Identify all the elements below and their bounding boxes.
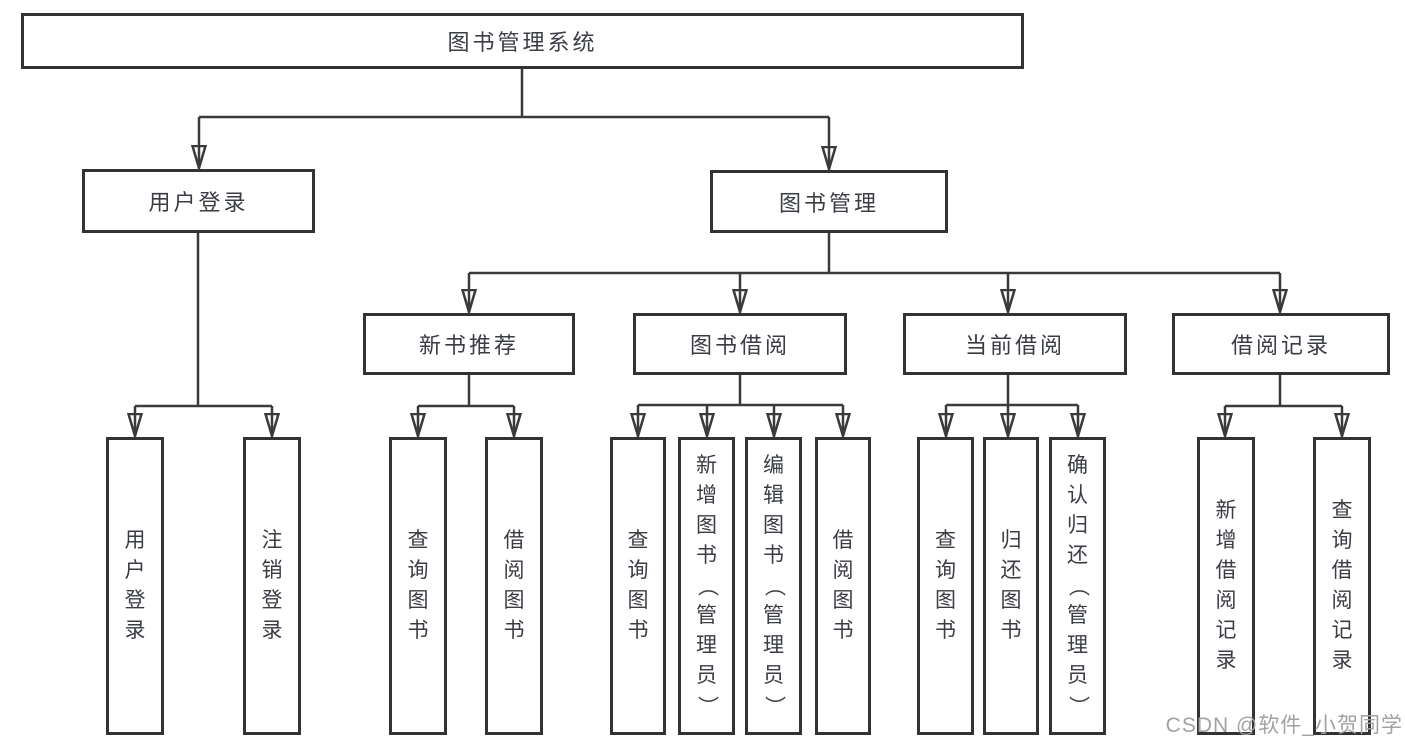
node-leaf-query-books-1: 查询图书 [389, 437, 447, 735]
node-user-login: 用户登录 [82, 169, 315, 233]
node-book-borrowing: 图书借阅 [633, 313, 847, 375]
node-leaf-query-books-3: 查询图书 [917, 437, 974, 735]
node-leaf-add-borrow-record: 新增借阅记录 [1197, 437, 1255, 735]
node-leaf-query-borrow-record: 查询借阅记录 [1313, 437, 1371, 735]
node-leaf-return-books: 归还图书 [983, 437, 1039, 735]
node-leaf-user-login: 用户登录 [106, 437, 164, 735]
edges-borrowing-records-to-leaves [1225, 375, 1342, 436]
node-root: 图书管理系统 [21, 13, 1024, 69]
edges-root-to-level2 [199, 69, 829, 169]
node-leaf-confirm-return-admin: 确认归还（管理员） [1049, 437, 1106, 735]
node-book-management: 图书管理 [710, 170, 948, 233]
node-leaf-edit-books-admin: 编辑图书（管理员） [745, 437, 802, 735]
node-leaf-logout: 注销登录 [243, 437, 301, 735]
edges-book-borrowing-to-leaves [638, 375, 843, 436]
node-new-book-recommendation: 新书推荐 [363, 313, 575, 375]
edges-current-borrowing-to-leaves [946, 375, 1078, 436]
node-leaf-add-books-admin: 新增图书（管理员） [678, 437, 735, 735]
edges-user-login-to-leaves [135, 233, 272, 436]
node-leaf-borrow-books-2: 借阅图书 [815, 437, 871, 735]
node-current-borrowing: 当前借阅 [903, 313, 1127, 375]
node-leaf-query-books-2: 查询图书 [610, 437, 666, 735]
edges-new-book-recommendation-to-leaves [418, 375, 514, 436]
watermark: CSDN @软件_小贺同学 [1165, 714, 1403, 737]
node-borrowing-records: 借阅记录 [1172, 313, 1390, 375]
node-leaf-borrow-books-1: 借阅图书 [485, 437, 543, 735]
edges-book-management-to-level3 [469, 233, 1280, 312]
